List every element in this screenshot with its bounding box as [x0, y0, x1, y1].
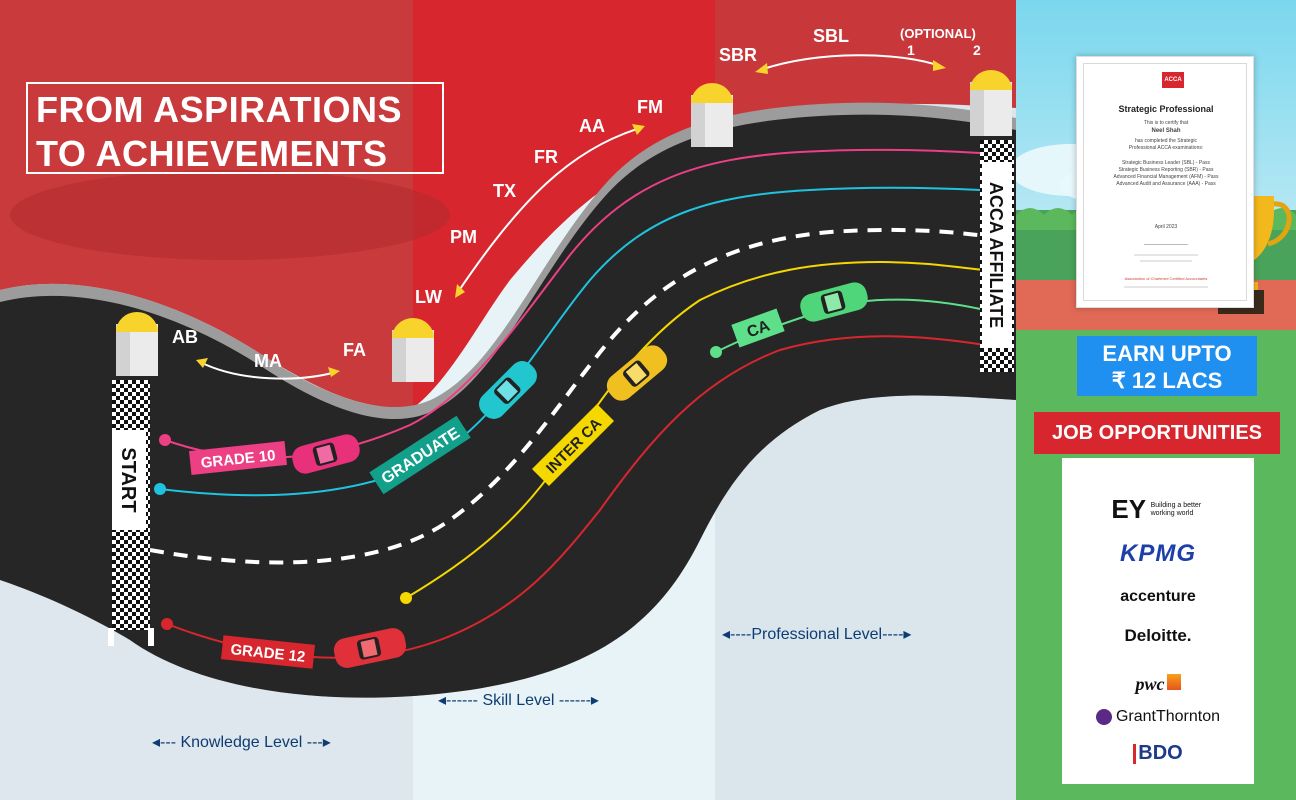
car-green	[800, 282, 868, 322]
title-line-1: FROM ASPIRATIONS	[36, 89, 402, 130]
ey-logo: EY Building a better working world	[1062, 494, 1254, 525]
optional-paper-2: 2	[973, 42, 981, 58]
earnings-badge: EARN UPTO ₹ 12 LACS	[1077, 336, 1257, 396]
certificate-name: Neel Shah	[1151, 128, 1181, 134]
start-label: START	[117, 447, 139, 512]
bdo-logo: BDO	[1062, 742, 1254, 765]
title-shadow	[10, 170, 450, 260]
certificate-intro: This is to certify that	[1143, 120, 1189, 126]
employer-logos-card: EY Building a better working world KPMG …	[1062, 458, 1254, 784]
bdo-bar-icon	[1133, 743, 1137, 764]
accenture-logo: accenture	[1120, 588, 1196, 605]
milestone-post-fa	[392, 318, 434, 382]
red-skill-area	[413, 0, 715, 408]
pwc-blocks-icon	[1166, 674, 1181, 690]
certificate-date: April 2023	[1154, 224, 1178, 230]
grant-thornton-icon	[1095, 708, 1112, 725]
paper-sbr: SBR	[719, 45, 757, 65]
milestone-post-finish	[970, 70, 1012, 136]
milestone-post-fm	[691, 83, 733, 147]
car-red	[333, 628, 407, 668]
certificate-image: ACCA Strategic Professional This is to c…	[1076, 56, 1254, 308]
paper-pm: PM	[450, 227, 477, 247]
certificate-title: Strategic Professional	[1118, 104, 1214, 114]
ey-wordmark: EY	[1111, 494, 1147, 524]
optional-label: (OPTIONAL)	[900, 26, 976, 41]
earn-line-2: ₹ 12 LACS	[1111, 368, 1223, 393]
skill-level-label: ◂------ Skill Level ------▸	[438, 692, 599, 709]
job-opportunities-heading: JOB OPPORTUNITIES	[1034, 412, 1280, 454]
ey-tagline: Building a better working world	[1150, 501, 1202, 517]
lane-center	[149, 227, 986, 565]
certificate-footer: Association of Chartered Certified Accou…	[1124, 276, 1208, 281]
certificate-item-2: Strategic Business Reporting (SBR) - Pas…	[1118, 167, 1214, 173]
car-yellow	[606, 345, 668, 401]
grade12-tag: GRADE 12	[220, 635, 316, 669]
car-cyan	[479, 361, 537, 419]
lane-inter-ca	[405, 260, 986, 599]
paper-lw: LW	[415, 287, 442, 307]
knowledge-arrow	[199, 361, 337, 380]
paper-fa: FA	[343, 340, 366, 360]
paper-fr: FR	[534, 147, 558, 167]
page-title: FROM ASPIRATIONS TO ACHIEVEMENTS	[26, 82, 444, 174]
title-line-2: TO ACHIEVEMENTS	[36, 133, 388, 174]
certificate-body-1: has completed the Strategic	[1135, 138, 1197, 144]
bdo-wordmark: BDO	[1138, 742, 1183, 764]
acca-badge: ACCA	[1162, 72, 1184, 88]
lane-graduate	[159, 186, 981, 497]
car-pink	[292, 434, 360, 474]
pwc-wordmark: pwc	[1135, 674, 1165, 694]
paper-ma: MA	[254, 351, 282, 371]
paper-sbl: SBL	[813, 26, 849, 46]
deloitte-logo: Deloitte.	[1124, 626, 1192, 645]
grant-thornton-wordmark: GrantThornton	[1115, 708, 1221, 725]
red-professional-area	[715, 0, 1016, 140]
kpmg-logo: KPMG	[1120, 540, 1196, 567]
skill-arrow	[457, 127, 641, 293]
professional-arrow	[759, 54, 941, 71]
paper-tx: TX	[493, 181, 516, 201]
grant-thornton-logo: GrantThornton	[1062, 708, 1254, 726]
certificate-item-4: Advanced Audit and Assurance (AAA) - Pas…	[1116, 181, 1216, 187]
paper-ab: AB	[172, 327, 198, 347]
earn-line-1: EARN UPTO	[1102, 341, 1232, 366]
paper-aa: AA	[579, 116, 605, 136]
paper-fm: FM	[637, 97, 663, 117]
pwc-logo: pwc	[1062, 674, 1254, 695]
certificate-item-1: Strategic Business Leader (SBL) - Pass	[1121, 160, 1211, 166]
certificate-body-2: Professional ACCA examinations:	[1128, 145, 1204, 151]
optional-paper-1: 1	[907, 42, 915, 58]
certificate-item-3: Advanced Financial Management (AFM) - Pa…	[1113, 174, 1219, 180]
professional-level-label: ◂----Professional Level----▸	[722, 626, 912, 643]
acca-affiliate-label: ACCA AFFILIATE	[986, 182, 1006, 328]
knowledge-level-label: ◂--- Knowledge Level ---▸	[152, 734, 331, 751]
milestone-post-start	[116, 312, 158, 376]
